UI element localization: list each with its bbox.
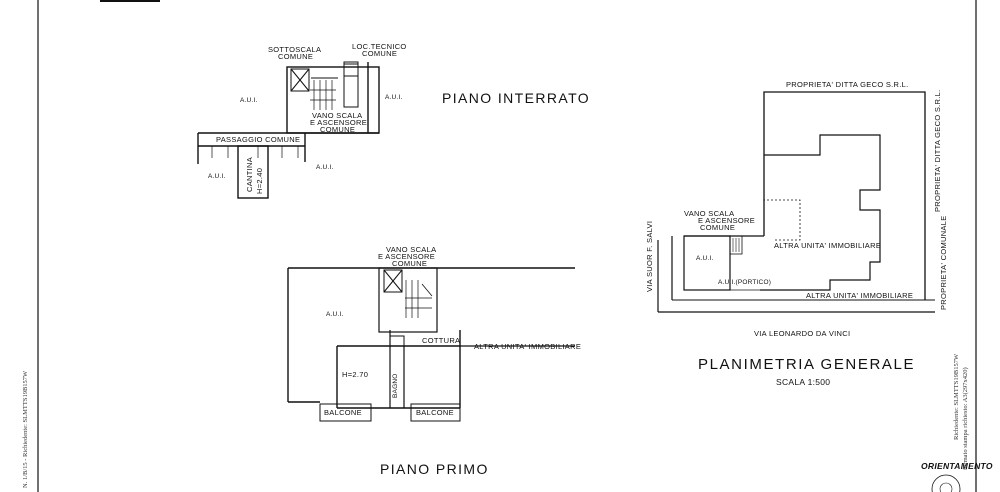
basement-vano-comune-label: COMUNE bbox=[320, 125, 356, 134]
cantina-height-label: H=2.40 bbox=[255, 167, 264, 194]
aui-bottom-left-label: A.U.I. bbox=[208, 173, 226, 180]
via-vinci-label: VIA LEONARDO DA VINCI bbox=[754, 329, 851, 338]
piano-primo-title: PIANO PRIMO bbox=[380, 461, 489, 477]
first-aui-label: A.U.I. bbox=[326, 311, 344, 318]
balcone-right-label: BALCONE bbox=[416, 408, 454, 417]
piano-interrato-title: PIANO INTERRATO bbox=[442, 90, 591, 106]
prop-comunale-label: PROPRIETA' COMUNALE bbox=[939, 215, 948, 310]
site-aui-portico-label: A.U.I.(PORTICO) bbox=[718, 279, 772, 286]
sottoscala-comune-label: COMUNE bbox=[278, 52, 314, 61]
basement-ascensore-label: E ASCENSORE bbox=[310, 118, 368, 127]
site-altra-unita-2-label: ALTRA UNITA' IMMOBILIARE bbox=[806, 291, 914, 300]
aui-left-label: A.U.I. bbox=[240, 97, 258, 104]
bagno-label: BAGNO bbox=[392, 373, 399, 398]
right-margin-text-2: formato stampa richiesto: A3(297x420) bbox=[962, 367, 969, 470]
site-aui-label: A.U.I. bbox=[696, 255, 714, 262]
first-ascensore-label: E ASCENSORE bbox=[378, 252, 436, 261]
site-comune-label: COMUNE bbox=[700, 223, 736, 232]
orientamento-label: ORIENTAMENTO bbox=[921, 461, 993, 471]
cantina-label: CANTINA bbox=[245, 156, 254, 192]
planimetria-generale-title: PLANIMETRIA GENERALE bbox=[698, 356, 916, 373]
via-salvi-label: VIA SUOR F. SALVI bbox=[645, 220, 654, 292]
left-margin-text: N. 1/B/15 - Richiedente: SLMTTS19B157W bbox=[22, 370, 29, 488]
cottura-label: COTTURA bbox=[422, 336, 461, 345]
scale-label: SCALA 1:500 bbox=[776, 377, 831, 387]
site-ascensore-label: E ASCENSORE bbox=[698, 216, 756, 225]
basement-vano-scala-label: VANO SCALA bbox=[312, 111, 363, 120]
sottoscala-label: SOTTOSCALA bbox=[268, 45, 322, 54]
first-vano-scala-label: VANO SCALA bbox=[386, 245, 437, 254]
first-altra-unita-label: ALTRA UNITA' IMMOBILIARE bbox=[474, 342, 582, 351]
balcone-left-label: BALCONE bbox=[324, 408, 362, 417]
room-height-label: H=2.70 bbox=[342, 370, 369, 379]
aui-right-label: A.U.I. bbox=[385, 94, 403, 101]
right-margin-text-1: Richiedente: SLMTTS19B157W bbox=[953, 353, 960, 440]
passaggio-comune-label: PASSAGGIO COMUNE bbox=[216, 135, 301, 144]
first-comune-label: COMUNE bbox=[392, 259, 428, 268]
prop-geco-right-label: PROPRIETA' DITTA GECO S.R.L. bbox=[933, 89, 942, 213]
loc-tecnico-comune-label: COMUNE bbox=[362, 49, 398, 58]
prop-geco-top-label: PROPRIETA' DITTA GECO S.R.L. bbox=[786, 80, 909, 89]
aui-bottom-right-label: A.U.I. bbox=[316, 164, 334, 171]
site-altra-unita-1-label: ALTRA UNITA' IMMOBILIARE bbox=[774, 241, 882, 250]
site-vano-scala-label: VANO SCALA bbox=[684, 209, 735, 218]
loc-tecnico-label: LOC.TECNICO bbox=[352, 42, 407, 51]
